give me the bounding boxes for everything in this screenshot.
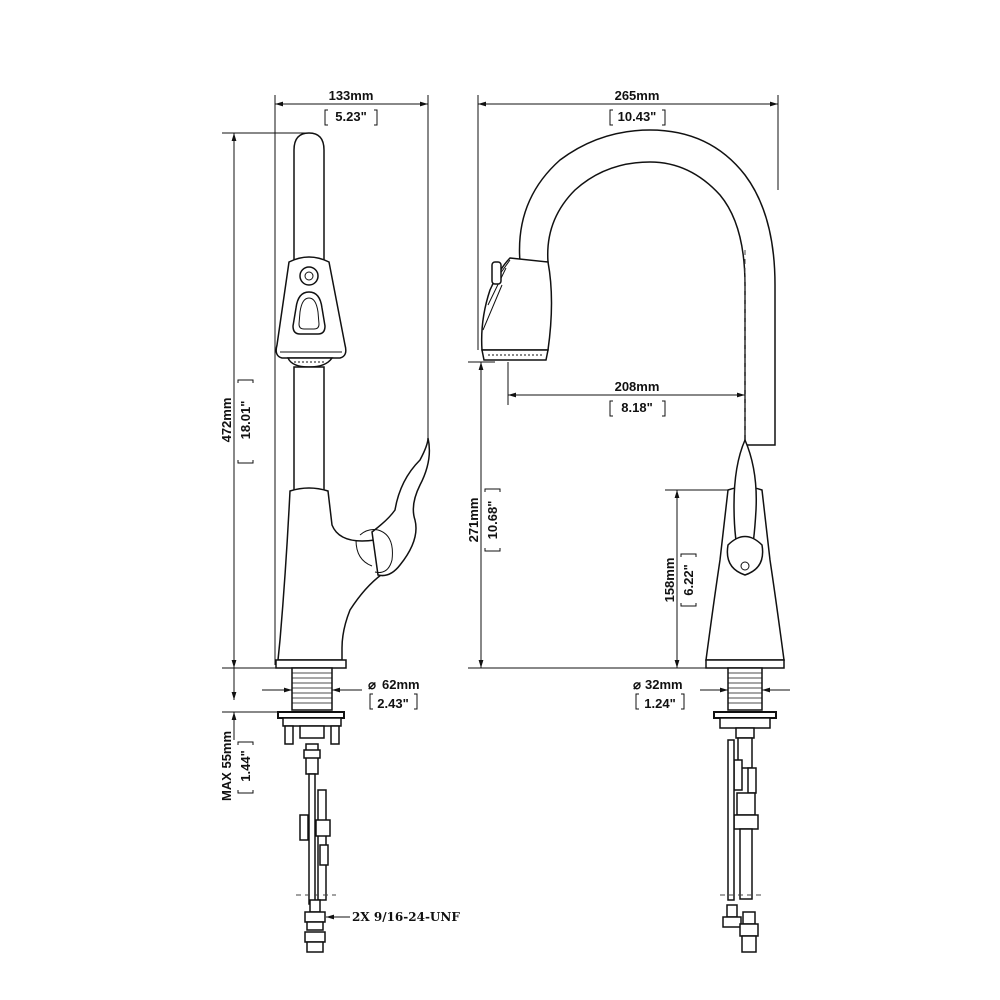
shank-front <box>727 667 763 711</box>
supply-hoses <box>296 743 336 953</box>
base-dia-in-label: 2.43" <box>377 696 408 711</box>
hole-dia-mm-label: 32mm <box>645 677 683 692</box>
height-in-label: 18.01" <box>238 401 253 440</box>
width-mm-label: 133mm <box>329 88 374 103</box>
supply-hoses-front <box>720 737 765 953</box>
spout-reach-mm-label: 208mm <box>615 379 660 394</box>
spray-button <box>292 291 326 335</box>
faucet-body <box>277 487 386 661</box>
hole-dia-symbol: ⌀ <box>633 677 641 692</box>
connector-note: 2X 9/16-24-UNF <box>352 910 460 924</box>
reach-mm-label: 265mm <box>615 88 660 103</box>
handle-height-mm-label: 158mm <box>662 558 677 603</box>
threaded-shank <box>291 667 333 711</box>
reach-in-label: 10.43" <box>618 109 657 124</box>
gooseneck-spout <box>518 129 776 446</box>
handle-lever <box>371 437 431 577</box>
deck-max-in-label: 1.44" <box>238 750 253 781</box>
width-in-label: 5.23" <box>335 109 366 124</box>
mounting-plate <box>277 711 345 719</box>
spout-lower-tube <box>293 366 325 492</box>
spout-reach-in-label: 8.18" <box>621 400 652 415</box>
base-dia-mm-label: 62mm <box>382 677 420 692</box>
side-view: 133mm 5.23" 472mm 18.01" <box>219 88 460 953</box>
front-view: 265mm 10.43" 208mm 8.18" <box>466 88 790 953</box>
base-dia-symbol: ⌀ <box>368 677 376 692</box>
height-mm-label: 472mm <box>219 398 234 443</box>
spout-height-mm-label: 271mm <box>466 498 481 543</box>
spout-height-in-label: 10.68" <box>485 501 500 540</box>
deck-max-mm-label: MAX 55mm <box>219 731 234 801</box>
base-plate <box>275 659 347 669</box>
handle-height-in-label: 6.22" <box>681 564 696 595</box>
hole-dia-in-label: 1.24" <box>644 696 675 711</box>
spout-tube <box>293 132 325 261</box>
